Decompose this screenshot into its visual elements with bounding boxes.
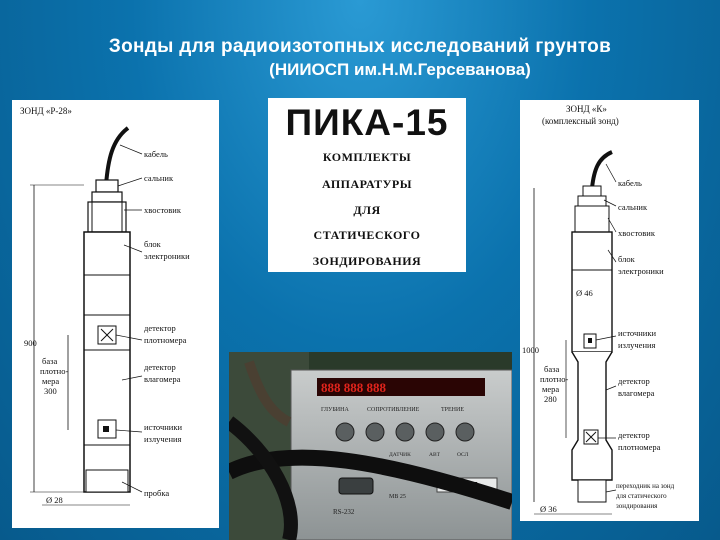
left-probe-drawing: ЗОНД «Р-28» 900 база плотно- мера 3 [20, 106, 190, 506]
pika-line-3: ДЛЯ [353, 203, 381, 217]
svg-text:мера: мера [542, 384, 559, 394]
svg-text:сальник: сальник [144, 173, 174, 183]
photo-port-label: RS-232 [333, 508, 355, 516]
left-base-value: 300 [44, 386, 57, 396]
left-plug-shape [85, 469, 129, 493]
svg-text:блок: блок [618, 254, 636, 264]
svg-text:детектор: детектор [618, 376, 650, 386]
right-diameter-top: Ø 46 [576, 288, 593, 298]
svg-text:АВТ: АВТ [429, 452, 441, 458]
left-probe-header: ЗОНД «Р-28» [20, 106, 72, 116]
left-cable-shape [104, 126, 130, 186]
svg-text:влагомера: влагомера [618, 388, 655, 398]
svg-text:блок: блок [144, 239, 162, 249]
svg-text:МВ 25: МВ 25 [389, 494, 406, 500]
svg-text:для статического: для статического [616, 492, 667, 500]
svg-text:источники: источники [618, 328, 656, 338]
svg-text:плотно-: плотно- [40, 366, 68, 376]
svg-text:хвостовик: хвостовик [144, 205, 182, 215]
right-length-dim: 1000 [522, 345, 539, 355]
left-length-dim: 900 [24, 338, 37, 348]
svg-text:электроники: электроники [144, 251, 190, 261]
svg-text:сальник: сальник [618, 202, 648, 212]
svg-text:детектор: детектор [618, 430, 650, 440]
pika-title: ПИКА-15 [285, 102, 449, 143]
right-body-lower [571, 351, 613, 481]
left-shank-shape [87, 201, 127, 233]
photo-label-depth: ГЛУБИНА [321, 407, 349, 413]
svg-text:кабель: кабель [144, 149, 168, 159]
svg-text:плотномера: плотномера [144, 335, 187, 345]
pika-line-4: СТАТИЧЕСКОГО [313, 228, 421, 242]
left-probe-diagram: ЗОНД «Р-28» 900 база плотно- мера 3 [12, 100, 219, 528]
pika-line-1: КОМПЛЕКТЫ [322, 150, 412, 164]
svg-text:детектор: детектор [144, 362, 176, 372]
svg-text:ДАТЧИК: ДАТЧИК [389, 452, 411, 458]
svg-text:источники: источники [144, 422, 182, 432]
svg-text:плотно-: плотно- [540, 374, 568, 384]
slide-subtitle: (НИИОСП им.Н.М.Герсеванова) [269, 60, 531, 79]
svg-text:база: база [42, 356, 57, 366]
right-probe-diagram: ЗОНД «К» (комплексный зонд) 1000 Ø 46 ба… [520, 100, 699, 521]
device-photo-drawing: 888 888 888 ГЛУБИНА СОПРОТИВЛЕНИЕ ТРЕНИЕ… [229, 352, 512, 540]
svg-text:излучения: излучения [618, 340, 656, 350]
svg-text:плотномера: плотномера [618, 442, 661, 452]
right-probe-header: ЗОНД «К» [566, 104, 607, 114]
left-diameter: Ø 28 [46, 495, 63, 505]
svg-text:хвостовик: хвостовик [618, 228, 656, 238]
svg-text:электроники: электроники [618, 266, 664, 276]
svg-text:пробка: пробка [144, 488, 169, 498]
right-probe-drawing: ЗОНД «К» (комплексный зонд) 1000 Ø 46 ба… [522, 104, 675, 515]
photo-label-friction: ТРЕНИЕ [441, 407, 464, 413]
svg-text:зондирования: зондирования [616, 502, 658, 510]
right-base-value: 280 [544, 394, 557, 404]
pika-line-2: АППАРАТУРЫ [321, 177, 413, 191]
svg-text:влагомера: влагомера [144, 374, 181, 384]
svg-text:ОСЛ: ОСЛ [457, 452, 469, 458]
pika-card: ПИКА-15 КОМПЛЕКТЫ АППАРАТУРЫ ДЛЯ СТАТИЧЕ… [268, 98, 466, 272]
svg-text:база: база [544, 364, 559, 374]
svg-text:переходник на зонд: переходник на зонд [616, 482, 675, 490]
pika-line-5: ЗОНДИРОВАНИЯ [312, 254, 422, 268]
right-diameter: Ø 36 [540, 504, 557, 514]
left-gland-shape [95, 179, 119, 193]
device-photo: 888 888 888 ГЛУБИНА СОПРОТИВЛЕНИЕ ТРЕНИЕ… [229, 352, 512, 540]
svg-text:888 888 888: 888 888 888 [321, 380, 387, 395]
photo-label-resistance: СОПРОТИВЛЕНИЕ [367, 407, 420, 413]
slide-title: Зонды для радиоизотопных исследований гр… [108, 36, 612, 57]
svg-text:мера: мера [42, 376, 59, 386]
svg-text:кабель: кабель [618, 178, 642, 188]
right-probe-header-sub: (комплексный зонд) [542, 116, 619, 126]
left-body-shape [83, 231, 131, 493]
svg-text:детектор: детектор [144, 323, 176, 333]
svg-text:излучения: излучения [144, 434, 182, 444]
